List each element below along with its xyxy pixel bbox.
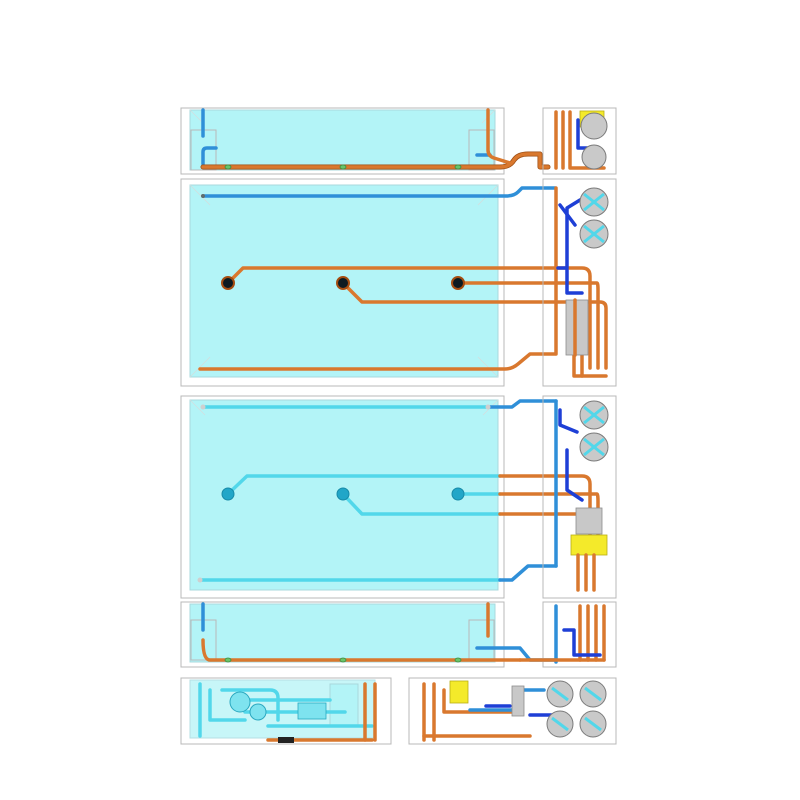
return-pipe xyxy=(486,108,512,165)
detail-frame-right xyxy=(408,677,617,745)
pool-frame-3 xyxy=(180,395,505,599)
equipment-frame-1 xyxy=(542,107,617,175)
pool-panel-2 xyxy=(180,178,608,387)
inlet-fitting xyxy=(339,164,347,170)
equipment-frame-3 xyxy=(542,395,617,599)
fill-pipe xyxy=(341,492,502,516)
return-pipe xyxy=(198,352,557,371)
pump-housing xyxy=(575,507,603,535)
return-pipe xyxy=(341,281,608,370)
filter-tank xyxy=(580,112,608,140)
return-pipe xyxy=(201,638,522,662)
main-drain xyxy=(221,276,235,290)
inlet-fitting xyxy=(454,657,462,663)
main-drain xyxy=(336,487,350,501)
pool-panel-1 xyxy=(180,107,551,175)
pool-frame-4 xyxy=(180,601,505,668)
pool-panel-4 xyxy=(180,601,558,668)
suction-pipe xyxy=(486,399,558,409)
fill-pipe xyxy=(226,474,502,496)
return-pipe xyxy=(226,266,592,370)
inlet-fitting xyxy=(224,164,232,170)
pool-panel-3 xyxy=(180,395,600,599)
main-drain xyxy=(451,276,465,290)
return-pipe xyxy=(456,281,600,370)
pool-basin-1 xyxy=(189,109,496,171)
equipment-frame-4 xyxy=(542,601,617,668)
suction-pipe xyxy=(498,564,558,582)
inlet-fitting xyxy=(454,164,462,170)
pool-basin-4 xyxy=(189,603,496,663)
equipment-panel-3 xyxy=(542,395,617,599)
balance-tank xyxy=(329,683,359,727)
return-pipe xyxy=(498,492,600,542)
pump-housing xyxy=(511,685,525,717)
equipment-panel-1 xyxy=(542,107,617,175)
inlet-fitting xyxy=(339,657,347,663)
return-pipe xyxy=(201,152,550,169)
main-drain xyxy=(221,487,235,501)
detail-panel-left xyxy=(180,677,392,745)
skimmer-box xyxy=(468,129,495,171)
pool-frame-1 xyxy=(180,107,505,175)
pump-housing xyxy=(565,299,589,356)
equipment-panel-2 xyxy=(542,178,617,387)
heater xyxy=(570,534,608,556)
heater xyxy=(449,680,469,704)
detail-frame-left xyxy=(180,677,392,745)
main-drain xyxy=(336,276,350,290)
equipment-frame-2 xyxy=(542,178,617,387)
suction-pipe xyxy=(201,186,557,198)
detail-panel-right xyxy=(408,677,617,745)
inlet-fitting xyxy=(224,657,232,663)
equipment-panel-4 xyxy=(518,601,617,668)
return-pipe xyxy=(498,474,592,542)
main-drain xyxy=(451,487,465,501)
suction-pipe xyxy=(201,146,218,166)
filter-tank xyxy=(581,144,607,170)
